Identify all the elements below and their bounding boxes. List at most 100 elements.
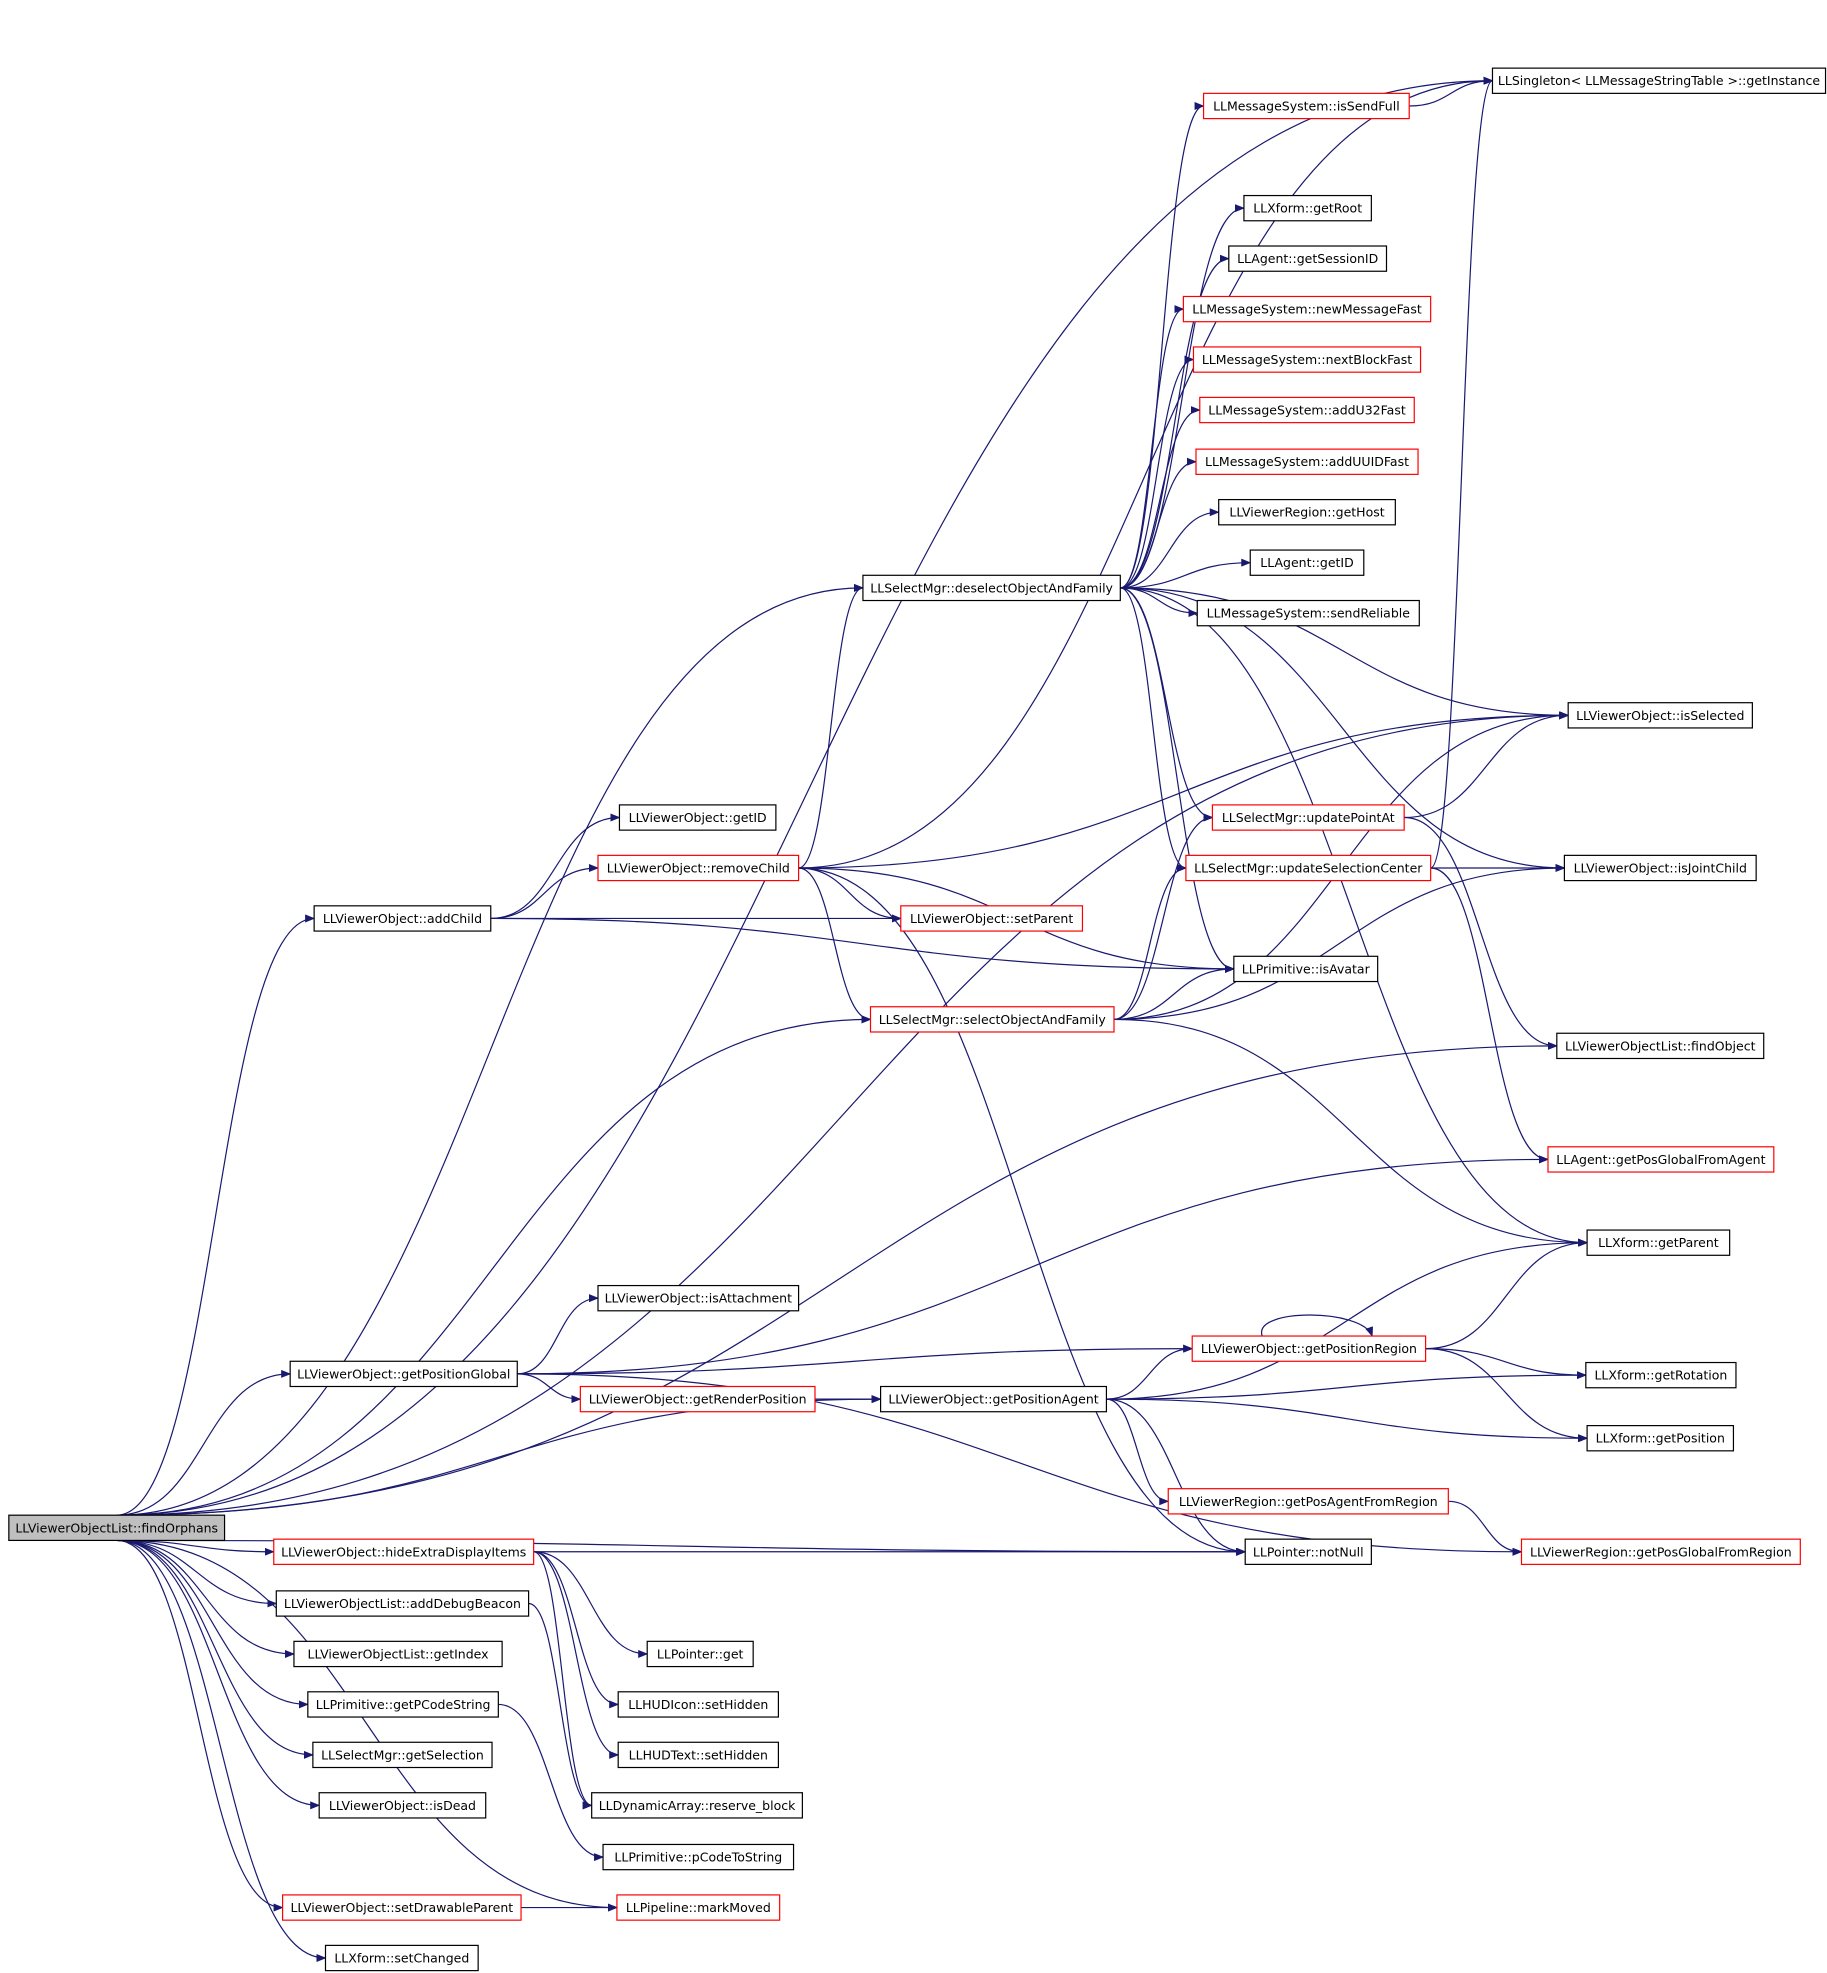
node-box <box>313 905 492 932</box>
node-add-u32-fast[interactable]: LLMessageSystem::addU32Fast <box>1199 396 1415 424</box>
node-label: LLSelectMgr::deselectObjectAndFamily <box>870 580 1113 595</box>
node-remove-child[interactable]: LLViewerObject::removeChild <box>597 854 800 882</box>
node-is-avatar[interactable]: LLPrimitive::isAvatar <box>1233 955 1379 983</box>
node-hud-icon-hidden[interactable]: LLHUDIcon::setHidden <box>617 1691 780 1718</box>
edge-root-to-add-debug-beacon <box>116 1539 278 1608</box>
node-not-null[interactable]: LLPointer::notNull <box>1244 1538 1372 1565</box>
edge-root-to-set-changed <box>116 1539 327 1962</box>
edge-pos-agent-to-xf-get-position <box>1106 1398 1589 1443</box>
edge-update-point-at-to-find-object <box>1404 816 1558 1050</box>
node-label: LLMessageSystem::isSendFull <box>1213 98 1400 113</box>
node-is-joint-child[interactable]: LLViewerObject::isJointChild <box>1563 854 1757 882</box>
node-new-message-fast[interactable]: LLMessageSystem::newMessageFast <box>1182 295 1432 323</box>
node-add-child[interactable]: LLViewerObject::addChild <box>313 905 492 932</box>
node-get-session-id[interactable]: LLAgent::getSessionID <box>1228 245 1388 272</box>
node-add-uuidfast[interactable]: LLMessageSystem::addUUIDFast <box>1195 448 1419 475</box>
edge-update-sel-center-to-pos-global-from-agent <box>1430 867 1549 1164</box>
node-box <box>318 1792 487 1819</box>
node-label: LLPipeline::markMoved <box>626 1900 771 1915</box>
node-get-selection[interactable]: LLSelectMgr::getSelection <box>312 1741 493 1769</box>
edge-root-to-get-index <box>116 1539 295 1658</box>
node-set-changed[interactable]: LLXform::setChanged <box>324 1944 479 1972</box>
node-select-obj[interactable]: LLSelectMgr::selectObjectAndFamily <box>869 1006 1115 1033</box>
node-agent-get-id[interactable]: LLAgent::getID <box>1249 549 1365 576</box>
node-is-attachment[interactable]: LLViewerObject::isAttachment <box>597 1284 800 1312</box>
node-send-reliable[interactable]: LLMessageSystem::sendReliable <box>1196 599 1420 627</box>
edge-remove-child-to-not-null <box>798 867 1247 1556</box>
node-xf-get-parent[interactable]: LLXform::getParent <box>1586 1229 1731 1256</box>
node-p-code-to-string[interactable]: LLPrimitive::pCodeToString <box>602 1843 795 1871</box>
edge-root-to-select-obj <box>116 1015 872 1516</box>
node-update-point-at[interactable]: LLSelectMgr::updatePointAt <box>1211 804 1405 831</box>
node-box <box>579 1385 816 1413</box>
node-ptr-get[interactable]: LLPointer::get <box>646 1640 754 1668</box>
edge-select-obj-to-update-point-at <box>1113 813 1214 1020</box>
node-pos-global[interactable]: LLViewerObject::getPositionGlobal <box>289 1360 518 1388</box>
node-label: LLViewerObject::isAttachment <box>605 1291 793 1306</box>
node-mark-moved[interactable]: LLPipeline::markMoved <box>616 1894 781 1921</box>
edge-deselect-to-update-sel-center <box>1120 587 1187 872</box>
node-xf-get-position[interactable]: LLXform::getPosition <box>1586 1425 1735 1452</box>
node-set-drawable-parent[interactable]: LLViewerObject::setDrawableParent <box>281 1894 522 1921</box>
node-is-send-full[interactable]: LLMessageSystem::isSendFull <box>1202 92 1410 120</box>
node-box <box>1185 854 1432 882</box>
edge-root-to-mark-moved <box>116 1539 618 1912</box>
node-next-block-fast[interactable]: LLMessageSystem::nextBlockFast <box>1192 346 1422 373</box>
node-get-rotation[interactable]: LLXform::getRotation <box>1585 1361 1737 1389</box>
node-find-object[interactable]: LLViewerObjectList::findObject <box>1556 1032 1765 1060</box>
edge-deselect-to-add-uuidfast <box>1120 457 1197 589</box>
edge-pos-agent-to-get-rotation <box>1106 1371 1587 1400</box>
edge-add-child-to-vo-get-id <box>490 813 621 920</box>
node-label: LLViewerObject::isDead <box>329 1798 476 1813</box>
node-box <box>1218 498 1396 526</box>
node-label: LLAgent::getID <box>1260 555 1353 570</box>
node-box <box>1491 67 1827 94</box>
node-set-parent[interactable]: LLViewerObject::setParent <box>900 905 1084 932</box>
node-box <box>1196 599 1420 627</box>
node-vo-get-id[interactable]: LLViewerObject::getID <box>618 804 777 831</box>
node-render-pos[interactable]: LLViewerObject::getRenderPosition <box>579 1385 816 1413</box>
node-is-selected[interactable]: LLViewerObject::isSelected <box>1567 702 1753 729</box>
edge-pos-region-to-xf-get-parent <box>1425 1238 1589 1350</box>
node-root[interactable]: LLViewerObjectList::findOrphans <box>8 1514 226 1542</box>
node-pos-region[interactable]: LLViewerObject::getPositionRegion <box>1191 1335 1427 1362</box>
node-get-root[interactable]: LLXform::getRoot <box>1243 194 1372 222</box>
node-pos-agent[interactable]: LLViewerObject::getPositionAgent <box>879 1385 1108 1413</box>
node-box <box>1520 1538 1801 1565</box>
node-get-host[interactable]: LLViewerRegion::getHost <box>1218 498 1396 526</box>
node-get-index[interactable]: LLViewerObjectList::getIndex <box>293 1640 503 1668</box>
node-reserve-block[interactable]: LLDynamicArray::reserve_block <box>591 1792 803 1819</box>
node-label: LLSelectMgr::selectObjectAndFamily <box>879 1012 1107 1027</box>
node-pos-global-from-agent[interactable]: LLAgent::getPosGlobalFromAgent <box>1547 1146 1775 1173</box>
node-label: LLViewerObject::isSelected <box>1576 708 1744 723</box>
node-label: LLXform::getRoot <box>1253 201 1362 216</box>
node-label: LLViewerObjectList::findObject <box>1565 1038 1756 1053</box>
node-hide-extra[interactable]: LLViewerObject::hideExtraDisplayItems <box>273 1538 535 1565</box>
node-box <box>1233 955 1379 983</box>
node-label: LLViewerObjectList::findOrphans <box>15 1520 218 1535</box>
edge-remove-child-to-set-parent <box>798 867 902 923</box>
edge-pos-region-to-pos-region <box>1261 1314 1373 1337</box>
node-label: LLDynamicArray::reserve_block <box>599 1798 796 1813</box>
node-pos-agent-from-region[interactable]: LLViewerRegion::getPosAgentFromRegion <box>1167 1488 1449 1515</box>
node-pos-global-from-region[interactable]: LLViewerRegion::getPosGlobalFromRegion <box>1520 1538 1801 1565</box>
node-box <box>1191 1335 1427 1362</box>
node-update-sel-center[interactable]: LLSelectMgr::updateSelectionCenter <box>1185 854 1432 882</box>
node-singleton[interactable]: LLSingleton< LLMessageStringTable >::get… <box>1491 67 1827 94</box>
node-box <box>646 1640 754 1668</box>
node-hud-text-hidden[interactable]: LLHUDText::setHidden <box>617 1741 780 1769</box>
node-add-debug-beacon[interactable]: LLViewerObjectList::addDebugBeacon <box>275 1590 530 1617</box>
node-label: LLAgent::getSessionID <box>1237 251 1378 266</box>
edge-root-to-is-selected <box>116 711 1570 1516</box>
edge-pos-agent-to-pos-agent-from-region <box>1106 1398 1170 1506</box>
edge-pos-region-to-xf-get-position <box>1425 1348 1589 1443</box>
edge-root-to-set-drawable-parent <box>116 1539 284 1912</box>
edge-deselect-to-get-host <box>1120 508 1220 589</box>
node-box <box>1586 1229 1731 1256</box>
node-pcode-string[interactable]: LLPrimitive::getPCodeString <box>307 1691 499 1718</box>
node-label: LLPointer::notNull <box>1253 1544 1364 1559</box>
node-deselect[interactable]: LLSelectMgr::deselectObjectAndFamily <box>862 574 1121 602</box>
node-label: LLViewerObject::getPositionGlobal <box>297 1366 510 1381</box>
node-box <box>1567 702 1753 729</box>
node-is-dead[interactable]: LLViewerObject::isDead <box>318 1792 487 1819</box>
